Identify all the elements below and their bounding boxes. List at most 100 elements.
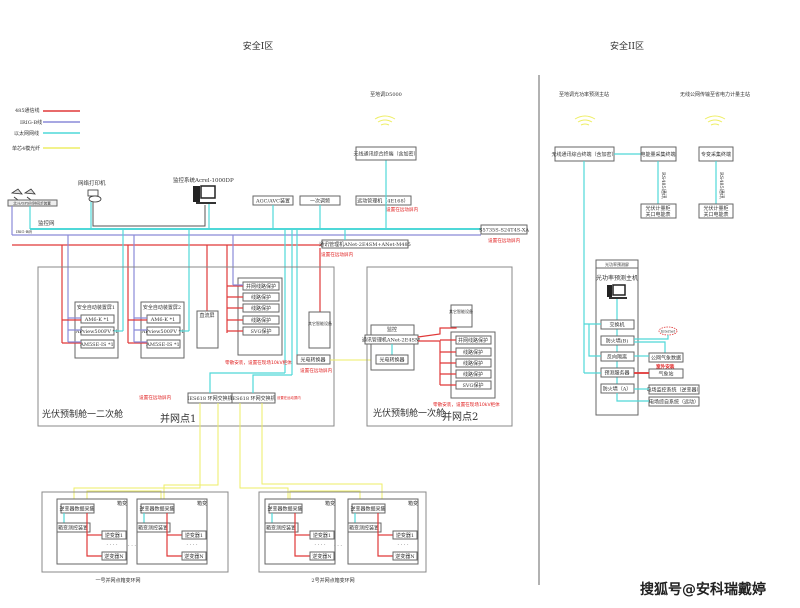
inverter-1-label: 逆变器1 [105,532,123,539]
meter-label: 关口电能表 [703,211,728,218]
computer-icon [607,284,627,299]
cabin2-point: 并网点2 [442,410,478,423]
remote-note: 设置在远动屏内 [386,206,419,213]
wireless-terminal-label: 无线通讯综合终端（含加密） [353,151,418,158]
special-terminal-label: 专变采集终端 [701,151,731,158]
measure-label: 箱变测控装置 [58,525,88,532]
firewall-a-label: 防火墙（A） [603,386,632,393]
legend-label: 单芯4模光纤 [12,145,40,152]
firewall-b-label: 防火墙(B) [606,338,629,345]
computer-icon [193,185,216,204]
ellipsis: · · · [128,543,136,549]
prot-note: 零散安装，设置在现场10kV柜体 [225,359,292,366]
switch-note: 设置在远动屏内 [488,237,521,244]
to-meter-label: 无线公网传输至省电力计量主站 [680,91,750,98]
protection-item: SVG保护 [250,328,271,335]
ring-net-label: 2号并网点箱变环网 [311,577,354,584]
panel-item: AM5SE-IS *1 [79,342,113,348]
irig-label: IRIG-B码 [16,229,32,234]
cabin2-frame [366,266,513,427]
printer-icon [87,189,102,203]
cabin1-frame [37,266,335,427]
measure-label: 箱变测控装置 [349,525,379,532]
panel-title: 安全自动装置屏2 [143,304,181,311]
other-devices-1 [308,311,331,349]
legend-label: IRIG-B线 [20,119,42,126]
unit-corner: 箱变 [408,500,418,507]
rs485-label: RS485通讯 [660,172,667,199]
weather-station-label: 气象站 [658,371,673,378]
protection-item: 线路保护 [463,360,483,367]
meter-box [640,203,677,219]
inverter-n-label: 逆变器N [104,553,124,560]
converter-2-label: 光电转换器 [379,357,404,364]
cabin1-title: 光伏预制舱一二次舱 [42,408,123,420]
remote-manager-box [355,195,412,206]
internet-label: Internet [661,330,676,334]
dc-panel-label: 直流屏 [199,312,214,319]
inverter-1-label: 逆变器1 [396,532,414,539]
inverter-1-label: 逆变器1 [185,532,203,539]
meter-label: 光伏计量柜 [645,205,670,212]
bus-drops [61,229,321,375]
gps-clock: 北斗/GPS时钟同步装置 [7,188,58,207]
remote-manager-label: 远动管理机（4E168） [357,198,408,205]
converter-label: 光电转换器 [300,357,325,364]
to-pred-label: 至地调光功率预测主站 [559,91,609,98]
comm-note: 设置在远动屏内 [321,251,354,258]
inverter-n-label: 逆变器N [312,553,332,560]
unit-corner: 箱变 [197,500,207,507]
protection-item: 线路保护 [251,317,271,324]
panel-item: APview500PV *1 [75,329,118,335]
converter-note: 设置在远动屏内 [300,367,333,374]
legend: 485通信线 IRIG-B线 以太网网线 单芯4模光纤 [12,107,80,152]
ellipsis: · · · [334,543,342,549]
meter-label: 关口电能表 [645,211,670,218]
cabin1-point: 并网点1 [160,412,196,425]
inverter-1-label: 逆变器1 [313,532,331,539]
dc-panel [196,310,219,349]
measure-label: 箱变测控装置 [266,525,296,532]
wireless-terminal-2-label: 无线通讯综合终端（含加密） [551,151,616,158]
unit-corner: 箱变 [117,500,127,507]
meter-label: 光伏计量柜 [703,205,728,212]
agc-avc-label: AGC/AVC装置 [255,198,290,205]
other-devices-2 [450,304,473,328]
converter-2 [375,354,409,365]
reverse-isolation-label: 反向隔离 [607,354,627,361]
panel-item: APview500PV *1 [141,329,184,335]
cabin2-title: 光伏预制舱一次舱 [373,407,445,419]
watermark: 搜狐号@安科瑞戴婷 [640,581,766,598]
core-switch-box [480,224,528,235]
panel-item: AM6-K *1 [150,317,176,323]
ring2-note: 设置在远动屏内 [277,395,301,400]
weather-data-box [648,352,684,363]
measure-label: 箱变测控装置 [138,525,168,532]
other-devices-label: 其它智能设备 [308,320,332,326]
panel-item: AM6-K *1 [84,317,110,323]
zone2-title: 安全II区 [610,40,644,52]
core-switch-label: S5735S-S24T4S-XA [479,228,529,234]
ring-net-label: 一号并网点箱变环网 [95,577,140,584]
ellipsis: · · · · [397,542,409,548]
ring-net-2: 2号并网点箱变环网 [258,491,427,584]
protection-item: SVG保护 [462,382,483,389]
protection-item: 线路保护 [251,305,271,312]
ring-switch-label: IES618 环网交换机 [230,395,275,402]
wifi-icon [374,115,396,126]
host-label: 光功率预测主机 [596,274,638,282]
prediction-cabinet: 光功率预测屏 光功率预测主机 交换机 防火墙(B) 反向隔离 预测服务器 防火墙… [595,259,639,416]
prot-note-2: 零散安装，设置在现场10kV柜体 [433,401,500,408]
protection-item: 并网线路保护 [458,337,488,344]
zone1-title: 安全I区 [243,40,274,52]
primary-freq-label: 一次调频 [310,198,330,205]
energy-terminal-label: 电能量采集终端 [640,151,675,158]
to-dispatch-label: 至地调D5000 [370,91,402,98]
collector-label: 逆变器数据采集 [139,506,174,513]
monitor-net-label: 监控网 [38,219,55,227]
